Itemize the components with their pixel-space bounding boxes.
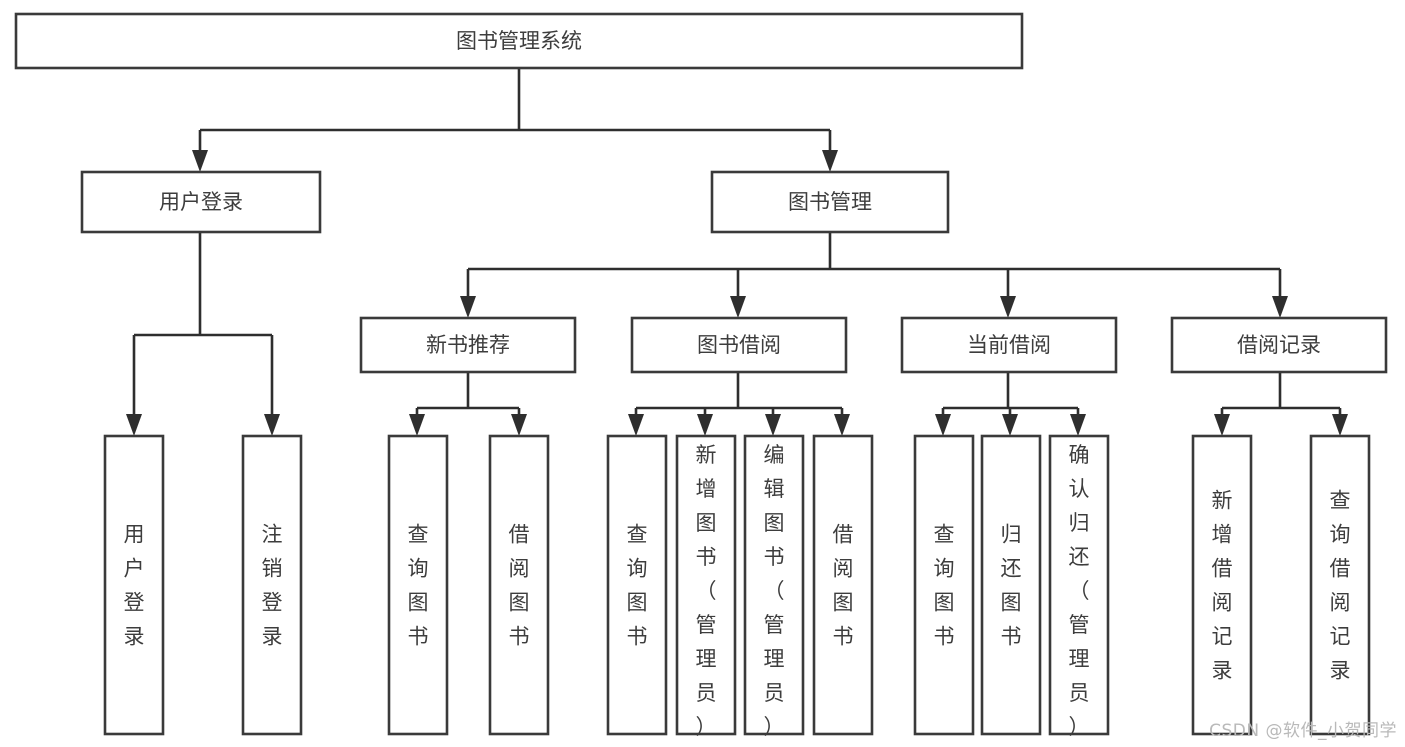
node-new-book-recommend-label: 新书推荐 bbox=[426, 333, 510, 357]
node-leaf-borrow-book-2-box[interactable] bbox=[812, 434, 874, 736]
node-leaf-query-record[interactable]: 查询借阅记录 bbox=[1309, 434, 1371, 736]
node-book-manage-box[interactable] bbox=[710, 170, 950, 234]
arrow-nbr-leaf-2 bbox=[511, 414, 527, 436]
node-leaf-query-book-2[interactable]: 查询图书 bbox=[606, 434, 668, 736]
node-book-borrow-label: 图书借阅 bbox=[697, 333, 781, 357]
node-leaf-add-record-label: 新增借阅记录 bbox=[1212, 488, 1233, 682]
node-leaf-confirm-return-label: 确认归还（管理员） bbox=[1069, 443, 1090, 739]
node-book-borrow[interactable]: 图书借阅 bbox=[630, 316, 848, 374]
node-leaf-return-book-box[interactable] bbox=[980, 434, 1042, 736]
node-user-login[interactable]: 用户登录 bbox=[80, 170, 322, 234]
node-leaf-confirm-return[interactable]: 确认归还（管理员） bbox=[1048, 434, 1110, 739]
node-leaf-borrow-book-1-label: 借阅图书 bbox=[509, 522, 530, 648]
csdn-watermark: CSDN @软件_小贺同学 bbox=[1209, 721, 1397, 741]
arrow-cb-leaf-3 bbox=[1070, 414, 1086, 436]
connector-layer bbox=[126, 68, 1348, 436]
node-leaf-query-book-1-label: 查询图书 bbox=[408, 522, 429, 648]
node-leaf-borrow-book-1-box[interactable] bbox=[488, 434, 550, 736]
arrow-cb-leaf-1 bbox=[935, 414, 951, 436]
arrow-root-to-user-login bbox=[192, 150, 208, 172]
node-user-login-box[interactable] bbox=[80, 170, 322, 234]
node-root-label: 图书管理系统 bbox=[456, 29, 582, 53]
node-leaf-confirm-return-box[interactable] bbox=[1048, 434, 1110, 736]
node-leaf-query-book-3-label: 查询图书 bbox=[934, 522, 955, 648]
node-borrow-record-box[interactable] bbox=[1170, 316, 1388, 374]
node-leaf-user-login-box[interactable] bbox=[103, 434, 165, 736]
node-borrow-record[interactable]: 借阅记录 bbox=[1170, 316, 1388, 374]
arrow-bb-leaf-1 bbox=[628, 414, 644, 436]
node-leaf-add-book[interactable]: 新增图书（管理员） bbox=[675, 434, 737, 739]
arrow-bm-to-book-borrow bbox=[730, 296, 746, 318]
arrow-user-login-leaf-1 bbox=[126, 414, 142, 436]
node-root-box[interactable] bbox=[14, 12, 1024, 70]
node-leaf-query-book-1-box[interactable] bbox=[387, 434, 449, 736]
node-leaf-user-logout-box[interactable] bbox=[241, 434, 303, 736]
node-leaf-add-record-box[interactable] bbox=[1191, 434, 1253, 736]
node-borrow-record-label: 借阅记录 bbox=[1237, 333, 1321, 357]
node-leaf-query-book-2-label: 查询图书 bbox=[627, 522, 648, 648]
node-leaf-user-login-label: 用户登录 bbox=[124, 522, 145, 648]
node-leaf-query-book-3-box[interactable] bbox=[913, 434, 975, 736]
arrow-bb-leaf-3 bbox=[765, 414, 781, 436]
node-root[interactable]: 图书管理系统 bbox=[14, 12, 1024, 70]
node-current-borrow[interactable]: 当前借阅 bbox=[900, 316, 1118, 374]
arrow-nbr-leaf-1 bbox=[409, 414, 425, 436]
arrow-br-leaf-1 bbox=[1214, 414, 1230, 436]
node-leaf-return-book-label: 归还图书 bbox=[1001, 522, 1022, 648]
node-leaf-return-book[interactable]: 归还图书 bbox=[980, 434, 1042, 736]
node-leaf-edit-book-box[interactable] bbox=[743, 434, 805, 736]
node-leaf-add-book-box[interactable] bbox=[675, 434, 737, 736]
node-leaf-query-book-1[interactable]: 查询图书 bbox=[387, 434, 449, 736]
node-new-book-recommend-box[interactable] bbox=[359, 316, 577, 374]
arrow-br-leaf-2 bbox=[1332, 414, 1348, 436]
node-new-book-recommend[interactable]: 新书推荐 bbox=[359, 316, 577, 374]
node-book-manage[interactable]: 图书管理 bbox=[710, 170, 950, 234]
node-leaf-user-login[interactable]: 用户登录 bbox=[103, 434, 165, 736]
node-leaf-query-book-2-box[interactable] bbox=[606, 434, 668, 736]
node-book-borrow-box[interactable] bbox=[630, 316, 848, 374]
node-book-manage-label: 图书管理 bbox=[788, 190, 872, 214]
arrow-bb-leaf-4 bbox=[834, 414, 850, 436]
arrow-bm-to-borrow-record bbox=[1272, 296, 1288, 318]
node-leaf-edit-book-label: 编辑图书（管理员） bbox=[764, 443, 785, 739]
arrow-root-to-book-manage bbox=[822, 150, 838, 172]
node-leaf-query-record-box[interactable] bbox=[1309, 434, 1371, 736]
node-leaf-user-logout-label: 注销登录 bbox=[262, 522, 283, 648]
arrow-cb-leaf-2 bbox=[1002, 414, 1018, 436]
arrow-bb-leaf-2 bbox=[697, 414, 713, 436]
node-leaf-user-logout[interactable]: 注销登录 bbox=[241, 434, 303, 736]
node-leaf-edit-book[interactable]: 编辑图书（管理员） bbox=[743, 434, 805, 739]
arrow-bm-to-current-borrow bbox=[1000, 296, 1016, 318]
node-leaf-borrow-book-2[interactable]: 借阅图书 bbox=[812, 434, 874, 736]
node-leaf-add-book-label: 新增图书（管理员） bbox=[696, 443, 717, 739]
node-leaf-query-record-label: 查询借阅记录 bbox=[1330, 488, 1351, 682]
node-leaf-borrow-book-2-label: 借阅图书 bbox=[833, 522, 854, 648]
node-leaf-add-record[interactable]: 新增借阅记录 bbox=[1191, 434, 1253, 736]
arrow-bm-to-new-book-recommend bbox=[460, 296, 476, 318]
node-leaf-query-book-3[interactable]: 查询图书 bbox=[913, 434, 975, 736]
arrow-user-login-leaf-2 bbox=[264, 414, 280, 436]
node-user-login-label: 用户登录 bbox=[159, 190, 243, 214]
node-current-borrow-label: 当前借阅 bbox=[967, 333, 1051, 357]
node-current-borrow-box[interactable] bbox=[900, 316, 1118, 374]
node-leaf-borrow-book-1[interactable]: 借阅图书 bbox=[488, 434, 550, 736]
